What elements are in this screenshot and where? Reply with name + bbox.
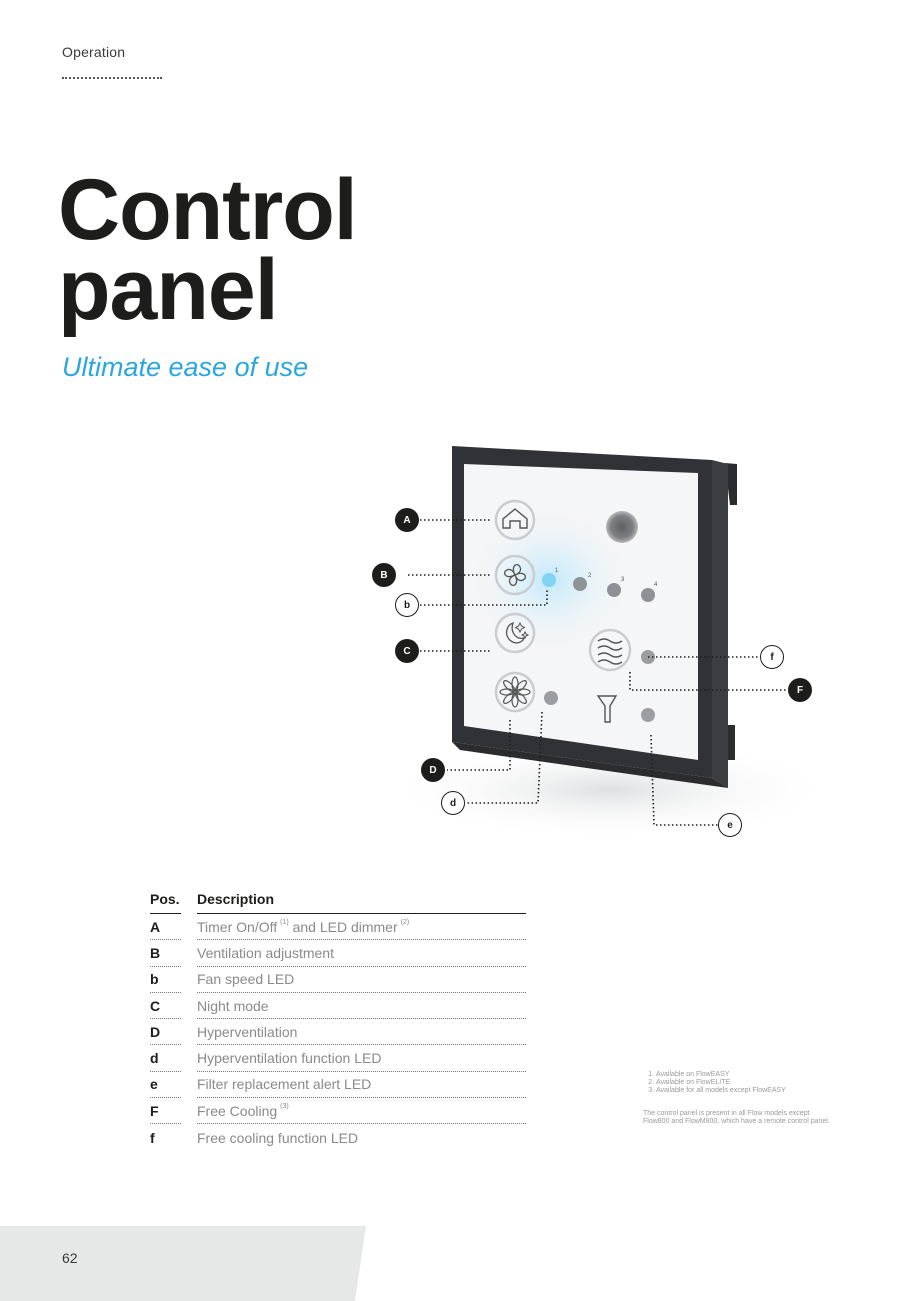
svg-text:2: 2 <box>588 573 592 579</box>
footnote-2: Available on FlowELITE <box>656 1079 833 1087</box>
position-description-table: Pos. Description A Timer On/Off(1) and L… <box>150 886 526 1151</box>
callout-d: d <box>441 791 465 815</box>
table-row: e Filter replacement alert LED <box>150 1072 526 1099</box>
table-row: f Free cooling function LED <box>150 1124 526 1150</box>
page-subtitle: Ultimate ease of use <box>62 352 309 382</box>
row-pos: B <box>150 940 181 967</box>
table-header: Pos. Description <box>150 886 526 914</box>
row-description: Filter replacement alert LED <box>197 1072 526 1099</box>
footnote-paragraph: The control panel is present in all Flow… <box>643 1109 830 1125</box>
callout-D: D <box>421 758 445 782</box>
callout-e: e <box>718 813 742 837</box>
callout-B: B <box>372 563 396 587</box>
header-description: Description <box>197 891 526 914</box>
row-description: Night mode <box>197 993 526 1020</box>
page-number: 62 <box>62 1250 78 1266</box>
callout-b: b <box>395 593 419 617</box>
row-description: Fan speed LED <box>197 967 526 993</box>
footnote-ref: (2) <box>400 919 410 927</box>
footnote-1: Available on FlowEASY <box>656 1071 833 1079</box>
row-description: Free cooling function LED <box>197 1129 359 1146</box>
table-row: C Night mode <box>150 993 526 1020</box>
row-pos: d <box>150 1045 181 1072</box>
footnote-ref: (3) <box>280 1103 289 1111</box>
title-line-2: panel <box>58 242 279 338</box>
row-pos: f <box>150 1129 155 1146</box>
row-description: Hyperventilation <box>197 1019 526 1046</box>
page-title: Control panel <box>58 162 358 338</box>
footer-band <box>0 1226 366 1301</box>
footnote-3: Available for all models except FlowEASY <box>656 1087 833 1095</box>
table-row: b Fan speed LED <box>150 967 526 993</box>
row-description: Timer On/Off(1) and LED dimmer(2) <box>197 914 526 941</box>
table-row: B Ventilation adjustment <box>150 940 526 967</box>
table-row: d Hyperventilation function LED <box>150 1045 526 1072</box>
table-row: F Free Cooling(3) <box>150 1098 526 1125</box>
footnote-ref: (1) <box>280 919 289 927</box>
svg-text:4: 4 <box>654 582 658 588</box>
section-divider <box>62 77 162 79</box>
control-panel-figure: 1 2 3 4 A B b C f F D d e <box>360 430 840 850</box>
callout-A: A <box>395 508 419 532</box>
row-description: Hyperventilation function LED <box>197 1045 526 1072</box>
row-pos: C <box>150 993 181 1020</box>
row-pos: F <box>150 1098 181 1125</box>
row-description: Free Cooling(3) <box>197 1098 526 1125</box>
footnotes: Available on FlowEASY Available on FlowE… <box>643 1071 833 1126</box>
row-pos: b <box>150 967 181 993</box>
row-pos: D <box>150 1019 181 1046</box>
callout-C: C <box>395 639 419 663</box>
svg-text:1: 1 <box>555 568 559 574</box>
title-line-1: Control <box>58 162 358 258</box>
section-label: Operation <box>62 44 126 60</box>
table-row: D Hyperventilation <box>150 1019 526 1046</box>
row-pos: A <box>150 914 181 941</box>
row-pos: e <box>150 1072 181 1099</box>
row-description: Ventilation adjustment <box>197 940 526 967</box>
callout-f: f <box>760 645 784 669</box>
header-pos: Pos. <box>150 891 181 914</box>
svg-text:3: 3 <box>621 577 625 583</box>
table-row: A Timer On/Off(1) and LED dimmer(2) <box>150 914 526 941</box>
callout-F: F <box>788 678 812 702</box>
